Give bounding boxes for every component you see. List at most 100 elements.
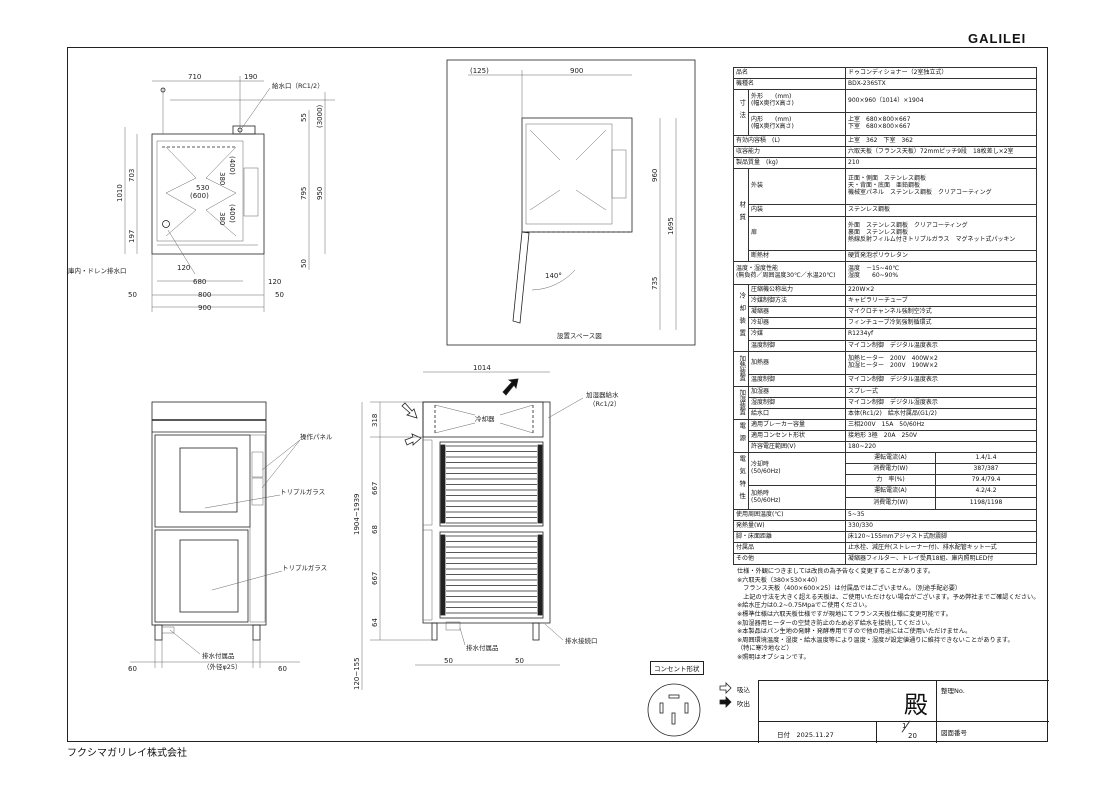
water-inlet-label: 給水口（RC1/2） <box>272 81 324 90</box>
value-line: 加熱ヒーター 200V 400W×2 <box>848 355 938 363</box>
dim-50: 50 <box>300 259 308 268</box>
spec-value: ステンレス鋼板 <box>845 204 1038 217</box>
category-label: 電源 <box>737 422 746 448</box>
triple-glass-upper-label: トリプルガラス <box>280 487 325 496</box>
spec-value: マイコン制御 デジタル温度表示 <box>845 374 1038 387</box>
note-line: 上記の寸法を大きく超える天板は、ご使用いただけない場合がございます。予め弊社まで… <box>737 593 1040 601</box>
front-view: 操作パネル トリプルガラス トリプルガラス 排水付属品 （外径φ25） 60 6… <box>128 401 333 673</box>
spec-notes: 仕様・外観につきましては改良の為予告なく変更することがあります。 ※六取天板（3… <box>737 568 1039 663</box>
spec-value: フィンチューブ冷気強制循環式 <box>845 317 1038 329</box>
spec-label: 断熱材 <box>747 250 847 262</box>
dim-667-lower: 667 <box>371 572 379 585</box>
elec-label: 消費電力(W) <box>845 497 937 510</box>
page-number: 1 <box>902 722 907 730</box>
install-space-view: (125) 900 960 1695 735 140° 設置スペース図 <box>446 59 696 346</box>
elec-label: 力 率(%) <box>845 474 937 486</box>
value-line: 湿度 60~90% <box>848 272 899 279</box>
spec-label: 温度制御 <box>747 374 847 387</box>
value-line: 加湿ヒーター 200V 190W×2 <box>848 362 938 369</box>
category-label: 寸法 <box>737 98 746 124</box>
spec-value: 三相200V 15A 50/60Hz <box>845 419 1038 431</box>
dim-380-upper: 380 <box>218 172 226 185</box>
elec-label: 運転電流(A) <box>845 485 937 498</box>
dim-600: (600) <box>190 192 209 200</box>
honorific: 殿 <box>904 691 928 719</box>
install-view-title: 設置スペース図 <box>557 331 602 340</box>
spec-label: 給水口 <box>747 408 847 420</box>
spec-label: 使用周囲温度(℃) <box>732 509 847 521</box>
spec-label: 冷媒制御方法 <box>747 295 847 307</box>
spec-label: 外装 <box>747 168 847 205</box>
spec-value: 六取天板（フランス天板）72mmピッチ9段 18枚差し×2室 <box>845 146 1038 158</box>
drain-port-label: 排水接続口 <box>565 636 598 645</box>
elec-value: 1198/1198 <box>935 497 1038 510</box>
label-line: (幅X奥行X高さ) <box>751 123 794 130</box>
category-label: 電気特性 <box>737 454 746 505</box>
label-line: (50/60Hz) <box>751 496 781 504</box>
label-line: 温度・湿度性能 <box>736 265 779 273</box>
spec-label: 許容電圧範囲(V) <box>747 441 847 453</box>
dim-795: 795 <box>300 187 308 200</box>
value-line: 正面・側面 ステンレス鋼板 <box>848 175 927 183</box>
spec-label: 内形 (mm)(幅X奥行X高さ) <box>747 112 847 136</box>
spec-value: 接地形 3極 20A 250V <box>845 430 1038 442</box>
dim-68: 68 <box>371 525 379 534</box>
spec-label: 付属品 <box>732 542 847 554</box>
spec-label: 加熱器 <box>747 351 847 375</box>
spec-label: 温度制御 <box>747 340 847 352</box>
dim-380-lower: 380 <box>218 212 226 225</box>
dim-50-right: 50 <box>275 291 284 299</box>
spec-value: 凝縮器フィルター、トレイ受具18組、庫内照明LED付 <box>845 553 1038 565</box>
legend-intake: 吸込 <box>737 686 750 694</box>
dim-60-right: 60 <box>278 665 287 673</box>
spec-value: 正面・側面 ステンレス鋼板天・背面・底面 亜鉛鋼板機械室パネル ステンレス鋼板 … <box>845 168 1038 205</box>
spec-value: 900×960（1014）×1904 <box>845 89 1038 113</box>
note-line: フランス天板（400×600×25）は付属品ではございません。（別途手配必要） <box>737 585 962 593</box>
elec-value: 387/387 <box>935 463 1038 475</box>
spec-label: 加湿器 <box>747 386 847 398</box>
label-line: 外形 (mm) <box>751 93 792 101</box>
dim-1014: 1014 <box>473 364 491 372</box>
spec-label: 製品質量 (kg) <box>732 157 847 169</box>
outlet-shape-label: コンセント形状 <box>650 661 704 675</box>
dim-1010: 1010 <box>116 184 124 202</box>
drain-label: 庫内・ドレン排水口 <box>68 266 127 275</box>
spec-label: 加熱時(50/60Hz) <box>747 485 847 510</box>
note-line: ※給水圧力は0.2~0.75Mpaでご使用ください。 <box>737 602 871 610</box>
spec-value: 5~35 <box>845 509 1038 521</box>
outlet-arrow-icon <box>719 696 732 708</box>
spec-label: 収容能力 <box>732 146 847 158</box>
spec-value: 止水栓、減圧弁(ストレーナー付)、排水配管キット一式 <box>845 542 1038 554</box>
cooler-label: 冷却器 <box>475 414 495 423</box>
spec-value: 外面 ステンレス鋼板 クリアコーティング裏面 ステンレス鋼板熱線反射フィルム付き… <box>845 216 1038 251</box>
category-label: 加湿装置 <box>737 388 746 415</box>
note-line: 仕様・外観につきましては改良の為予告なく変更することがあります。 <box>737 568 935 575</box>
company-name: フクシマガリレイ株式会社 <box>67 748 187 759</box>
side-drain-accessory-label: 排水付属品 <box>466 643 499 652</box>
date: 日付 2025.11.27 <box>777 731 834 739</box>
spec-label: 凝縮器 <box>747 306 847 318</box>
dim-900: 900 <box>198 304 211 312</box>
dim-530: 530 <box>196 184 209 192</box>
elec-value: 1.4/1.4 <box>935 452 1038 464</box>
spec-category: 寸法 <box>733 89 749 136</box>
dim-50-left: 50 <box>128 291 137 299</box>
label-line: 内形 (mm) <box>751 116 792 124</box>
dim-197: 197 <box>128 230 136 243</box>
spec-label: 湿度制御 <box>747 397 847 409</box>
drawing-frame <box>67 47 1048 742</box>
spec-category: 材質 <box>733 168 749 262</box>
note-line: ※照明はオプションです。 <box>737 653 810 661</box>
label-line: (無負荷／周囲温度30℃／水温20℃) <box>736 272 836 279</box>
reference-number-label: 整理No. <box>941 687 965 695</box>
drain-diameter-label: （外径φ25） <box>203 662 242 671</box>
model-value: BDX-236STX <box>845 78 1038 90</box>
spec-label: 扉 <box>747 216 847 251</box>
dim-703: 703 <box>128 169 136 182</box>
label-line: 冷却時 <box>751 461 770 469</box>
spec-value: 硬質発泡ポリウレタン <box>845 250 1038 262</box>
drawing-number-label: 図面番号 <box>941 729 967 737</box>
